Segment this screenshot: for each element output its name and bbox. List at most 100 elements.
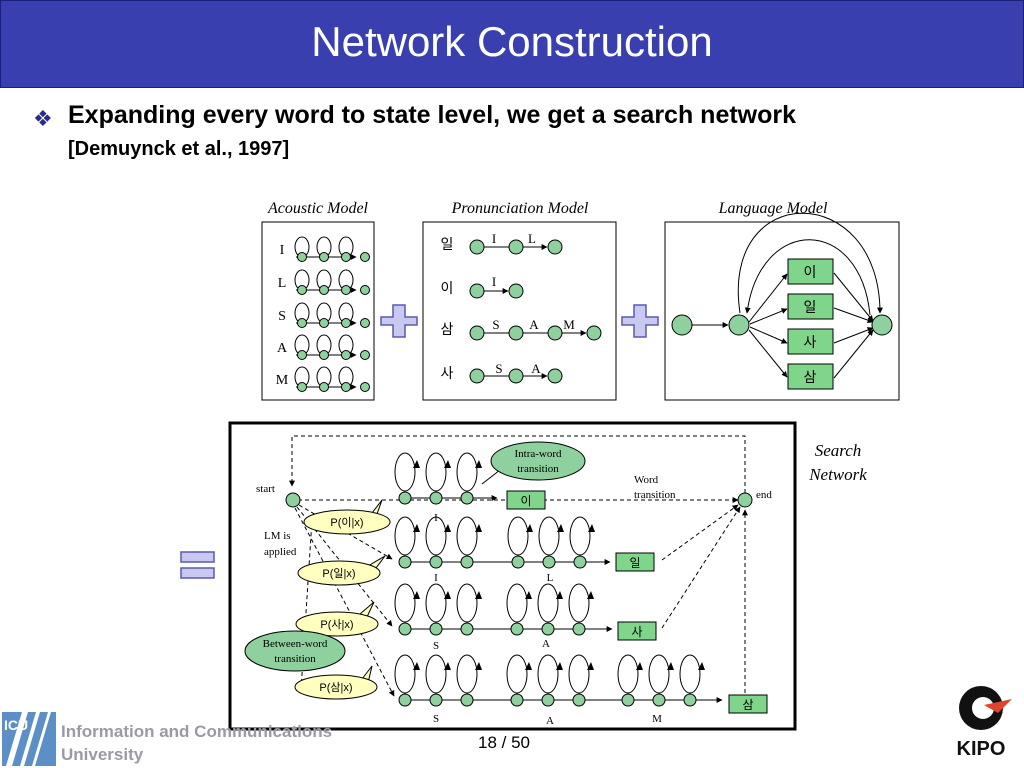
probability-callouts: P(이|x) P(일|x) P(사|x) P(삼|x) [294,499,391,700]
state-node [469,368,485,384]
pron-word-1: 일 [441,237,454,253]
lm-word: 이 [804,264,817,280]
loop-arrow-head [413,662,420,670]
hmm-state [297,252,307,262]
pron-word-4: 사 [441,366,454,382]
acoustic-phone-label: L [278,276,287,291]
hmm-state [360,285,370,295]
hmm-state [541,622,555,636]
acoustic-phone-label: S [278,309,286,324]
language-model-graph: 이 일 사 삼 [671,212,893,390]
state-node [547,368,563,384]
loop-arrow-head [413,524,420,532]
word-transition-label: Word [634,474,659,486]
phone-label: M [652,713,662,725]
hmm-state [398,555,412,569]
state-node [508,283,524,299]
hmm-state [341,318,351,328]
hmm-state [542,555,556,569]
hmm-state [341,285,351,295]
self-loop [507,516,529,556]
prob-bubble [295,611,379,637]
loop-arrow-head [413,460,420,468]
word-transition-label: transition [634,489,676,501]
loop-arrow-head [444,460,451,468]
loop-arrow-head [444,524,451,532]
phone-label: A [542,638,550,650]
phone-label: A [546,715,554,727]
pron-phone: L [528,231,536,246]
phone-label: S [433,640,439,652]
loop-arrow-head [526,524,533,532]
search-hmm-rows [394,452,723,707]
lm-word-box [787,258,834,285]
hmm-state [398,693,412,707]
hmm-state [460,622,474,636]
hmm-state [360,350,370,360]
loop-arrow-head [475,662,482,670]
prob-bubble [303,509,391,535]
acoustic-model-title: Acoustic Model [267,200,369,217]
prob-bubble [294,674,378,700]
loop-arrow-head [556,662,563,670]
loop-arrow-head [587,662,594,670]
hmm-state [297,350,307,360]
state-node [586,325,602,341]
plus-icon [621,304,659,338]
self-loop [456,452,478,492]
loop-arrow-head [636,662,643,670]
state-node [547,239,563,255]
word-box-label: 일 [629,556,640,570]
self-loop [394,452,416,492]
loop-arrow-head [475,460,482,468]
prob-bubble [297,560,381,586]
intra-word-callout: Intra-word transition [481,441,586,485]
hmm-state [429,491,443,505]
pron-phone: I [492,231,496,246]
phone-label: I [434,572,438,584]
prob-text: P(이|x) [330,516,363,529]
self-loop [425,583,447,623]
between-word-text: Between-word [263,638,328,650]
hmm-state [297,285,307,295]
self-loop [537,654,559,694]
hmm-state [429,693,443,707]
self-loop [425,452,447,492]
self-loop [506,583,528,623]
hmm-state [319,382,329,392]
kipo-logo-text: KIPO [957,738,1006,760]
self-loop [394,583,416,623]
lm-node [728,314,750,336]
loop-arrow-head [525,662,532,670]
self-loop [568,583,590,623]
hmm-state [319,285,329,295]
prob-text: P(일|x) [322,566,355,580]
self-loop [679,654,701,694]
lm-word-box [787,363,834,390]
hmm-state [652,693,666,707]
lm-start-node [671,314,693,336]
pron-phone: S [495,361,502,376]
pronunciation-content: 일 이 삼 사 I L I S A M S A [441,231,602,384]
pron-phone: A [531,361,541,376]
loop-arrow-head [475,524,482,532]
word-box-label: 삼 [742,698,753,712]
hmm-state [398,622,412,636]
hmm-state [297,382,307,392]
loop-arrow-head [667,662,674,670]
hmm-state [341,382,351,392]
loop-arrow-head [444,662,451,670]
search-network-label: Search [815,441,862,460]
hmm-state [683,693,697,707]
hmm-state [319,252,329,262]
state-node [547,325,563,341]
end-node [737,492,753,508]
pron-phone: M [563,317,575,332]
self-loop [648,654,670,694]
hmm-state [621,693,635,707]
loop-arrow-head [698,662,705,670]
lm-end-node [871,314,893,336]
page-number: 18 / 50 [478,733,530,752]
